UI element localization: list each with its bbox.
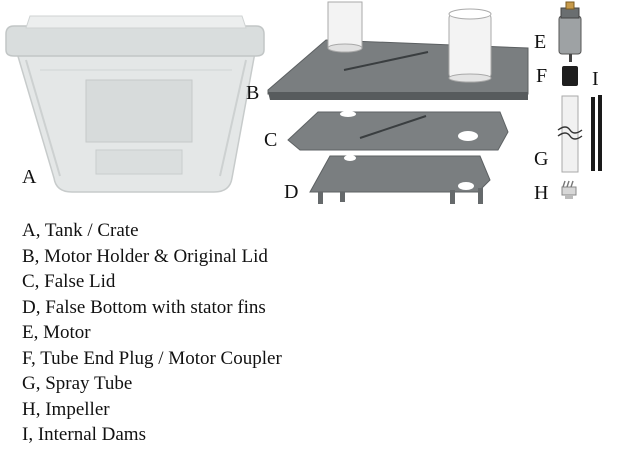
legend-item-f: F, Tube End Plug / Motor Coupler — [22, 346, 282, 372]
legend-item-c: C, False Lid — [22, 269, 282, 295]
impeller-image — [562, 181, 576, 199]
legend-item-g: G, Spray Tube — [22, 371, 282, 397]
motor-coupler-image — [562, 66, 578, 86]
legend-item-i: I, Internal Dams — [22, 422, 282, 448]
parts-legend: A, Tank / Crate B, Motor Holder & Origin… — [22, 218, 282, 448]
label-f: F — [536, 66, 547, 86]
label-g: G — [534, 149, 548, 169]
label-a: A — [22, 167, 36, 187]
motor-image — [559, 2, 581, 62]
label-i: I — [592, 69, 599, 89]
legend-item-e: E, Motor — [22, 320, 282, 346]
label-b: B — [246, 83, 259, 103]
label-d: D — [284, 182, 298, 202]
false-lid-image — [288, 111, 508, 150]
internal-dams-image — [591, 95, 602, 171]
motor-holder-lid-image — [268, 2, 528, 100]
legend-item-d: D, False Bottom with stator fins — [22, 295, 282, 321]
legend-item-b: B, Motor Holder & Original Lid — [22, 244, 282, 270]
label-e: E — [534, 32, 546, 52]
legend-item-a: A, Tank / Crate — [22, 218, 282, 244]
legend-item-h: H, Impeller — [22, 397, 282, 423]
tank-crate-image — [6, 16, 264, 192]
spray-tube-image — [558, 96, 582, 172]
label-c: C — [264, 130, 277, 150]
parts-diagram — [0, 0, 620, 210]
label-h: H — [534, 183, 548, 203]
false-bottom-image — [310, 155, 490, 204]
